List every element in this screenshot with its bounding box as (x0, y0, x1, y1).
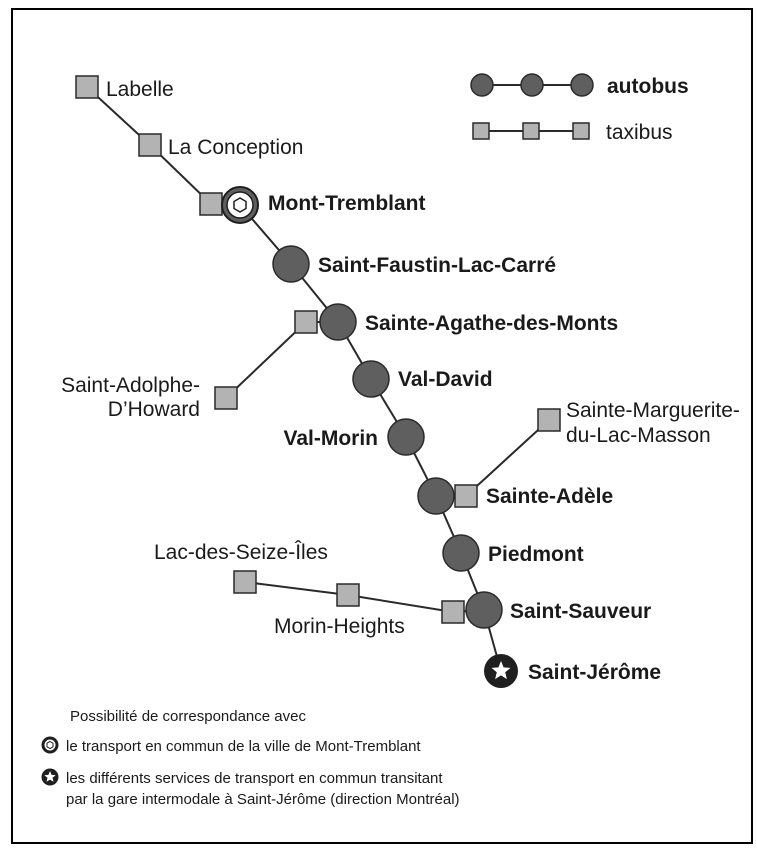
label-mont-tremblant: Mont-Tremblant (268, 192, 426, 215)
label-sainte-marguerite-1: Sainte-Marguerite- (566, 399, 740, 422)
label-saint-adolphe-2: D’Howard (108, 398, 200, 421)
label-saint-faustin: Saint-Faustin-Lac-Carré (318, 254, 556, 277)
legend-taxi-symbol (472, 122, 490, 140)
label-labelle: Labelle (106, 78, 174, 101)
connection-notes: Possibilité de correspondance avec le tr… (41, 708, 460, 808)
stop-lac-des-seize-iles (233, 570, 257, 594)
stop-sainte-agathe-taxi (294, 310, 318, 334)
legend-bus-symbol (470, 73, 494, 97)
label-lac-des-seize-iles: Lac-des-Seize-Îles (154, 541, 328, 564)
label-piedmont: Piedmont (488, 543, 584, 566)
stop-sainte-adele (417, 477, 455, 515)
label-saint-sauveur: Saint-Sauveur (510, 600, 651, 623)
stop-saint-adolphe (214, 386, 238, 410)
hexagon-note-text: le transport en commun de la ville de Mo… (66, 738, 421, 755)
stop-sainte-agathe (319, 303, 357, 341)
star-note-text-1: les différents services de transport en … (66, 770, 443, 787)
stop-saint-sauveur-taxi (441, 600, 465, 624)
stop-morin-heights (336, 583, 360, 607)
label-saint-adolphe-1: Saint-Adolphe- (61, 374, 200, 397)
hexagon-icon (233, 197, 247, 213)
stop-sainte-marguerite (537, 408, 561, 432)
label-saint-jerome: Saint-Jérôme (528, 661, 661, 684)
stop-saint-jerome (484, 654, 518, 688)
label-sainte-marguerite-2: du-Lac-Masson (566, 424, 711, 447)
stop-mont-tremblant (221, 186, 259, 224)
stop-labelle (75, 75, 99, 99)
stop-val-david (352, 360, 390, 398)
legend-taxi-label: taxibus (606, 121, 673, 144)
stop-la-conception (138, 133, 162, 157)
taxibus-stops (75, 75, 561, 624)
stop-val-morin (387, 418, 425, 456)
label-val-david: Val-David (398, 368, 493, 391)
label-la-conception: La Conception (168, 136, 303, 159)
autobus-stops (272, 245, 503, 629)
notes-heading: Possibilité de correspondance avec (70, 708, 306, 725)
stop-mont-tremblant-taxi (199, 192, 223, 216)
label-val-morin: Val-Morin (283, 427, 378, 450)
legend: autobus taxibus (470, 73, 689, 144)
stop-saint-sauveur (465, 591, 503, 629)
stop-piedmont (442, 534, 480, 572)
stop-saint-faustin (272, 245, 310, 283)
station-labels: Labelle La Conception Mont-Tremblant Sai… (61, 78, 740, 684)
label-sainte-agathe: Sainte-Agathe-des-Monts (365, 312, 618, 335)
label-sainte-adele: Sainte-Adèle (486, 485, 613, 508)
legend-bus-label: autobus (607, 75, 689, 98)
label-morin-heights: Morin-Heights (274, 615, 405, 638)
star-note-text-2: par la gare intermodale à Saint-Jérôme (… (66, 791, 460, 808)
stop-sainte-adele-taxi (454, 484, 478, 508)
star-icon (491, 661, 511, 680)
map-border (11, 8, 753, 844)
